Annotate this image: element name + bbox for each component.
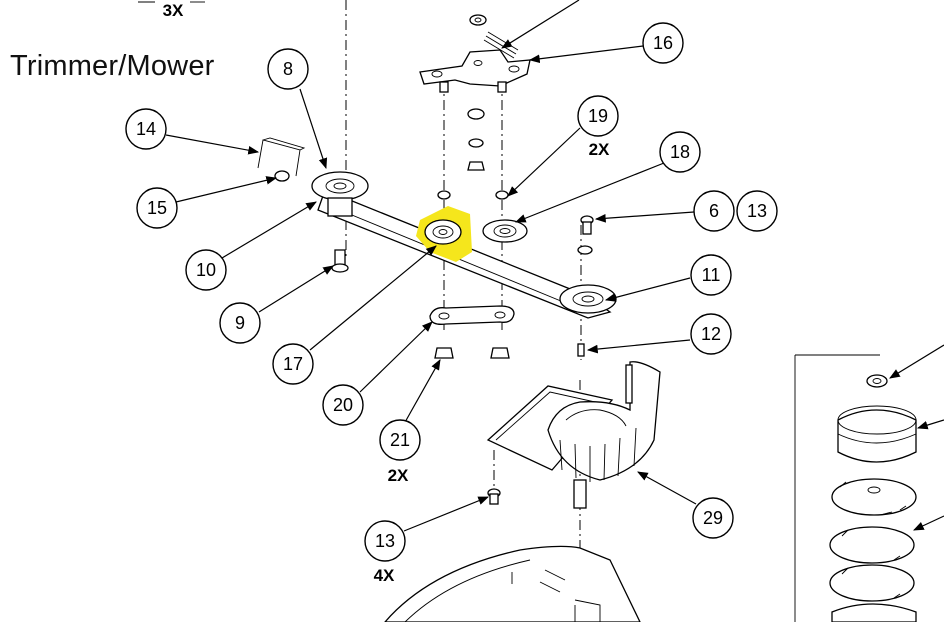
bracket-16-part — [419, 49, 531, 93]
bolt-9-part — [331, 249, 349, 273]
svg-text:18: 18 — [670, 142, 690, 162]
svg-text:15: 15 — [147, 198, 167, 218]
svg-text:14: 14 — [136, 119, 156, 139]
svg-text:16: 16 — [653, 33, 673, 53]
svg-text:17: 17 — [283, 354, 303, 374]
svg-text:10: 10 — [196, 260, 216, 280]
callout-15[interactable]: 15 — [136, 187, 178, 229]
qty-label-21: 2X — [388, 466, 409, 485]
svg-text:21: 21 — [390, 430, 410, 450]
diagram-title: Trimmer/Mower — [10, 50, 215, 82]
svg-text:19: 19 — [588, 106, 608, 126]
svg-text:13: 13 — [375, 531, 395, 551]
callout-9[interactable]: 9 — [219, 302, 261, 344]
callout-16[interactable]: 16 — [642, 22, 684, 64]
callout-13-top[interactable]: 13 — [736, 190, 778, 232]
mower-deck-part — [384, 545, 641, 622]
svg-text:9: 9 — [235, 313, 245, 333]
callout-19[interactable]: 19 — [577, 95, 619, 137]
callout-14[interactable]: 14 — [125, 108, 167, 150]
qty-label-19: 2X — [589, 140, 610, 159]
pin-12-part — [577, 343, 585, 357]
qty-label-13-bottom: 4X — [374, 566, 395, 585]
svg-text:8: 8 — [283, 59, 293, 79]
svg-text:20: 20 — [333, 395, 353, 415]
cutter-stack-part — [829, 374, 917, 622]
qty-label-top: 3X — [163, 1, 184, 20]
callout-10[interactable]: 10 — [185, 249, 227, 291]
svg-text:11: 11 — [702, 265, 721, 285]
svg-text:29: 29 — [703, 508, 723, 528]
callout-29[interactable]: 29 — [692, 497, 734, 539]
svg-text:6: 6 — [709, 201, 719, 221]
callout-8[interactable]: 8 — [267, 48, 309, 90]
callout-11[interactable]: 11 — [690, 254, 732, 296]
center-lines — [345, 0, 880, 622]
blade-housing-29-part — [486, 361, 661, 509]
callout-6[interactable]: 6 — [693, 190, 735, 232]
svg-text:12: 12 — [701, 324, 721, 344]
plate-20-part — [429, 305, 515, 359]
callout-20[interactable]: 20 — [322, 384, 364, 426]
callout-12[interactable]: 12 — [690, 313, 732, 355]
washer-15-part — [274, 170, 290, 182]
pin-14-part — [257, 137, 306, 177]
bolt-6-part — [577, 215, 594, 255]
top-nut-stack — [437, 14, 509, 200]
bolt-13-bottom-part — [487, 488, 501, 505]
callout-13-bottom[interactable]: 13 — [364, 520, 406, 562]
callout-21[interactable]: 21 — [379, 419, 421, 461]
leader-lines — [165, 0, 944, 532]
svg-text:13: 13 — [747, 201, 767, 221]
callout-17[interactable]: 17 — [272, 343, 314, 385]
callout-18[interactable]: 18 — [659, 131, 701, 173]
highlighted-pulley-17[interactable] — [416, 206, 472, 262]
